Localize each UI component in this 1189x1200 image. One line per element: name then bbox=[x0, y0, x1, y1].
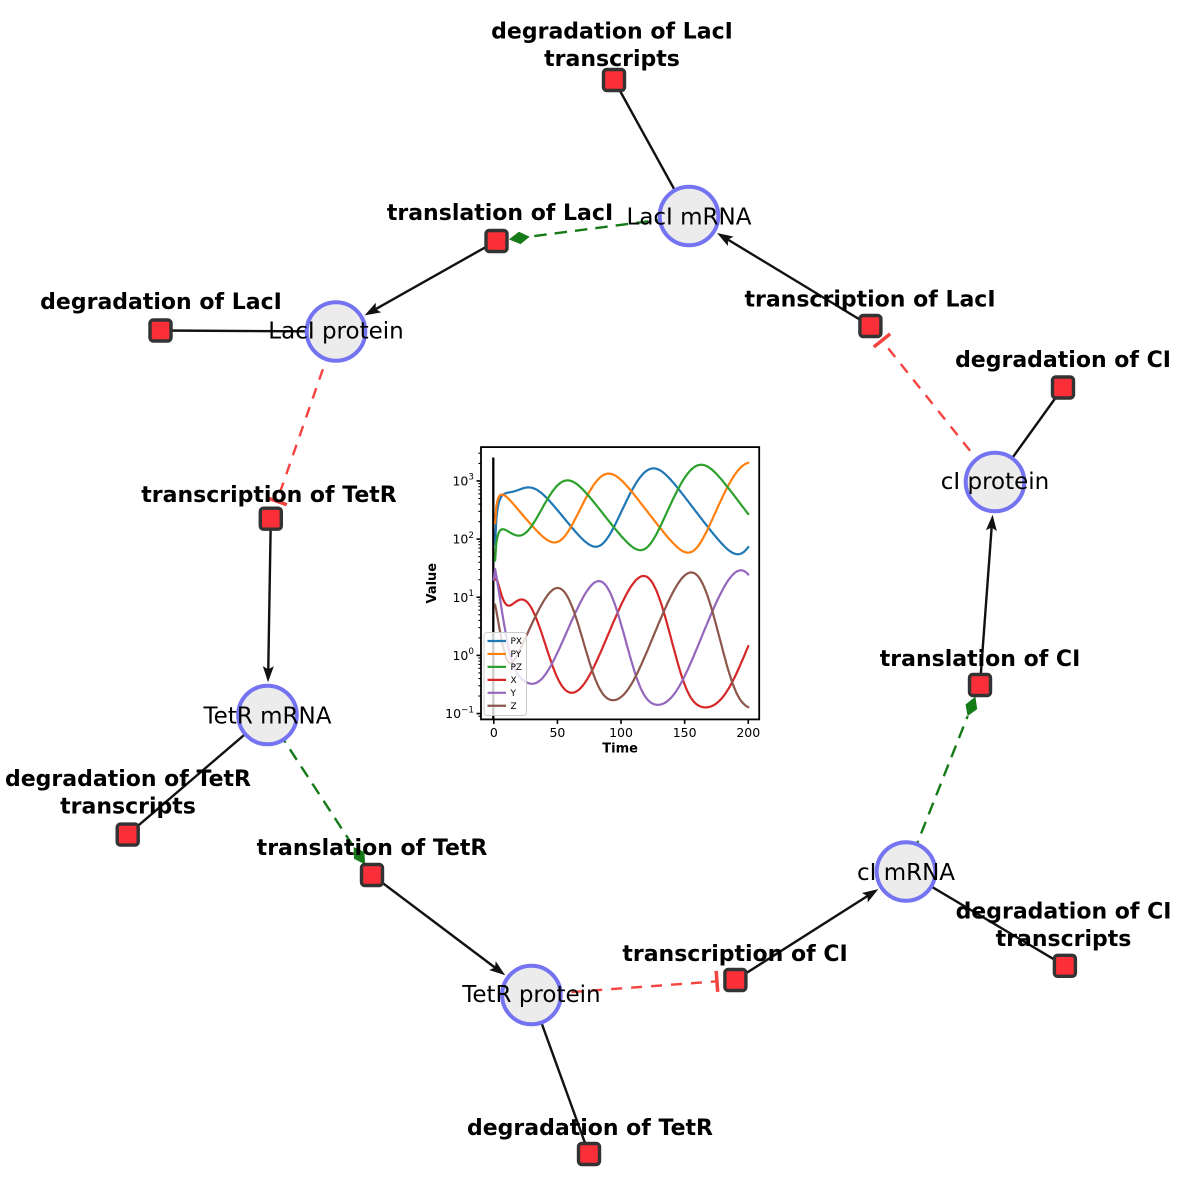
reaction-label-tx-tetr: transcription of TetR bbox=[141, 483, 397, 508]
reaction-node-deg-laci bbox=[148, 318, 173, 343]
edge-tx-tetr-tetr-mrna-arrowhead bbox=[262, 666, 274, 683]
chart-xtick-label: 50 bbox=[549, 725, 565, 740]
chart-legend-label-py: PY bbox=[511, 650, 522, 660]
species-label-laci-prot: LacI protein bbox=[268, 319, 403, 345]
chart-ytick-label: 102 bbox=[452, 531, 474, 547]
edge-tetr-mrna-tl-tetr-arrowhead bbox=[353, 846, 366, 865]
edge-tx-ci-ci-mrna bbox=[734, 893, 871, 982]
species-label-tetr-prot: TetR protein bbox=[461, 982, 600, 1008]
reaction-node-deg-ci bbox=[1050, 375, 1076, 400]
species-node-laci-prot bbox=[304, 300, 368, 363]
species-label-laci-mrna: LacI mRNA bbox=[627, 205, 752, 231]
species-node-tetr-prot bbox=[500, 963, 563, 1027]
species-label-tetr-mrna: TetR mRNA bbox=[203, 704, 332, 730]
edge-tx-laci-laci-mrna-arrowhead bbox=[717, 233, 734, 247]
reaction-label-tx-ci: transcription of CI bbox=[622, 942, 847, 967]
edge-laci-prot-tx-tetr-tee-bar bbox=[266, 496, 288, 507]
species-node-ci-mrna bbox=[874, 840, 938, 903]
species-label-ci-prot: cI protein bbox=[941, 469, 1050, 495]
reaction-label-tl-ci: translation of CI bbox=[880, 647, 1081, 672]
chart-legend-label-z: Z bbox=[511, 702, 517, 712]
reaction-node-tx-laci bbox=[858, 313, 883, 339]
reaction-node-deg-laci-tx bbox=[601, 67, 627, 93]
chart-plot-area bbox=[492, 457, 750, 720]
chart-series-z bbox=[494, 571, 750, 709]
chart-axes-spines bbox=[480, 446, 761, 721]
reaction-node-tl-ci bbox=[967, 672, 993, 698]
nodes-layer bbox=[115, 67, 1078, 1167]
reaction-node-tx-tetr bbox=[258, 506, 283, 531]
chart-legend: PX PY PZ XYZ bbox=[483, 632, 527, 716]
edge-tl-ci-ci-prot-arrowhead bbox=[985, 514, 997, 532]
chart-legend-label-pz: PZ bbox=[511, 663, 523, 673]
species-node-tetr-mrna bbox=[236, 683, 299, 747]
species-node-laci-mrna bbox=[657, 184, 721, 248]
reaction-node-tx-ci bbox=[723, 967, 748, 993]
reaction-label-deg-tetr: degradation of TetR bbox=[467, 1116, 713, 1141]
edge-laci-mrna-tl-laci-arrowhead bbox=[508, 231, 530, 245]
chart-xtick-label: 150 bbox=[673, 725, 697, 740]
reaction-label-tl-tetr: translation of TetR bbox=[257, 836, 488, 861]
chart-plot-background bbox=[481, 447, 760, 720]
species-label-ci-mrna: cI mRNA bbox=[857, 860, 955, 886]
chart-legend-label-x: X bbox=[511, 676, 517, 686]
chart-legend-label-y: Y bbox=[510, 689, 517, 699]
edge-tl-laci-laci-prot-arrowhead bbox=[364, 302, 382, 316]
edge-tl-tetr-tetr-prot bbox=[371, 874, 499, 971]
reaction-label-deg-laci: degradation of LacI bbox=[40, 290, 282, 315]
edge-tx-ci-ci-mrna-arrowhead bbox=[861, 889, 879, 903]
reaction-label-tl-laci: translation of LacI bbox=[387, 201, 613, 226]
chart-series-px bbox=[494, 467, 750, 556]
reaction-label-deg-ci: degradation of CI bbox=[955, 348, 1171, 373]
chart-ytick-label: 103 bbox=[452, 473, 474, 489]
edge-tl-laci-laci-prot bbox=[372, 239, 498, 312]
edge-ci-mrna-tl-ci-arrowhead bbox=[965, 696, 978, 717]
reaction-node-tl-tetr bbox=[359, 862, 385, 888]
chart-ytick-label: 101 bbox=[452, 589, 474, 605]
reaction-node-tl-laci bbox=[484, 228, 509, 254]
chart-series-py bbox=[494, 461, 750, 554]
edge-tx-laci-laci-mrna bbox=[724, 236, 872, 328]
chart-xlabel: Time bbox=[602, 742, 638, 757]
reaction-node-deg-tetr-tx bbox=[115, 822, 140, 847]
chart-ylabel: Value bbox=[425, 563, 440, 604]
chart-xtick-label: 100 bbox=[609, 725, 633, 740]
edge-tl-tetr-tetr-prot-arrowhead bbox=[489, 961, 506, 976]
chart-series-x bbox=[494, 574, 750, 709]
edge-tl-ci-ci-prot bbox=[978, 524, 994, 686]
edge-tx-tetr-tetr-mrna bbox=[267, 518, 272, 673]
chart-legend-label-px: PX bbox=[511, 637, 523, 647]
chart-ytick-label: 100 bbox=[452, 647, 474, 663]
reaction-label-tx-laci: transcription of LacI bbox=[744, 288, 995, 313]
chart-xtick-label: 0 bbox=[490, 725, 498, 740]
edge-ci-prot-tx-laci-tee-bar bbox=[872, 332, 892, 349]
chart-ytick-label: 10−1 bbox=[445, 705, 474, 721]
chart-series-pz bbox=[494, 463, 750, 562]
chart-series-y bbox=[492, 567, 750, 706]
reaction-node-deg-ci-tx bbox=[1052, 953, 1078, 978]
chart-xtick-label: 200 bbox=[736, 725, 760, 740]
species-node-ci-prot bbox=[963, 450, 1027, 514]
reaction-node-deg-tetr bbox=[576, 1141, 602, 1167]
edge-tetr-prot-tx-ci-tee-bar bbox=[714, 970, 720, 992]
